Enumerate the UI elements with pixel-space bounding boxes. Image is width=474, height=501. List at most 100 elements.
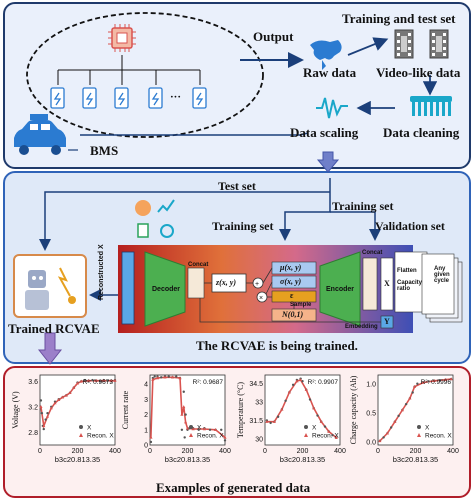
sample-label: Sample (290, 302, 312, 308)
recon-point (45, 414, 50, 418)
legend-recon-label: Recon. X (87, 433, 114, 440)
chip-icon (108, 24, 136, 52)
x-tick-label: 0 (148, 448, 152, 455)
reconstructed-x-block (121, 251, 135, 325)
raw-data-label: Raw data (303, 65, 357, 80)
y-tick-label: 2 (144, 412, 148, 419)
y-axis-label: Current rate (121, 390, 130, 429)
recon-point (163, 375, 167, 379)
chart-frame (149, 374, 226, 446)
recon-point (412, 384, 417, 388)
recon-point (42, 424, 46, 428)
x-tick-label: 400 (109, 448, 121, 455)
x-point (183, 436, 186, 439)
x-point (39, 399, 43, 402)
world-map-icon (310, 40, 342, 70)
x-point (42, 427, 45, 431)
x-tick-label: 400 (334, 448, 346, 455)
x-point (411, 391, 414, 394)
y-tick-label: 33 (255, 400, 263, 407)
recon-point (151, 377, 155, 381)
video-frames-icon (394, 29, 449, 59)
legend-recon-label: Recon. X (197, 433, 224, 440)
epsilon-box (271, 290, 317, 303)
legend-x-marker (79, 425, 83, 429)
x-block (380, 257, 394, 311)
x-point (160, 376, 163, 379)
decoder-label: Decoder (152, 286, 181, 293)
capacity-ratio-label: Capacity ratio (397, 280, 423, 292)
y-tick-label: 1.0 (366, 381, 376, 388)
legend-x-label: X (87, 425, 92, 432)
y-tick-label: 34.5 (249, 381, 263, 388)
x-point (276, 415, 280, 418)
x-point (44, 418, 47, 421)
legend-recon-label: Recon. X (425, 433, 452, 440)
x-point (397, 414, 400, 418)
x-tick-label: 200 (410, 448, 422, 455)
y-tick-label: 2.8 (28, 430, 38, 437)
recon-point (39, 405, 43, 409)
y-axis-label: Voltage (V) (11, 391, 20, 429)
recon-point (191, 427, 195, 431)
r2-label: R²: 0.9687 (193, 379, 224, 386)
recon-point (295, 379, 299, 383)
x-point (284, 399, 287, 402)
recon-point (280, 407, 284, 411)
chart-frame (264, 374, 341, 446)
validation-set-label: Validation set (375, 219, 445, 233)
x-point (416, 382, 419, 385)
x-point (83, 378, 87, 382)
svg-text:+: + (255, 281, 259, 288)
y-tick-label: 3.2 (28, 404, 38, 411)
ai-icons (135, 199, 175, 238)
chart-frame (39, 374, 116, 446)
data-pipeline-panel (3, 2, 471, 169)
legend-x-marker (417, 425, 421, 429)
recon-point (53, 401, 57, 405)
data-scaling-label: Data scaling (290, 125, 359, 140)
recon-point (178, 376, 182, 380)
y-tick-label: 0.0 (366, 440, 376, 447)
x-axis-label: b3c20.813.35 (55, 455, 100, 464)
recon-point (319, 419, 323, 423)
x-tick-label: 0 (376, 448, 380, 455)
legend-recon-label: Recon. X (312, 433, 339, 440)
recon-point (184, 420, 188, 424)
data-cleaning-label: Data cleaning (383, 125, 460, 140)
recon-point (113, 378, 117, 382)
encoder-label: Encoder (326, 286, 355, 293)
r2-label: R²: 0.9673 (83, 379, 114, 386)
recon-point (327, 429, 331, 433)
recon-point (102, 378, 106, 382)
x-point (182, 390, 185, 393)
recon-point (299, 378, 303, 382)
recon-point (79, 379, 83, 383)
down-arrow-top (316, 151, 340, 173)
y-axis-label: Charge capacity (Ah) (349, 375, 358, 444)
recon-point (312, 406, 316, 410)
legend-x-label: X (197, 425, 202, 432)
recon-point (334, 435, 338, 439)
recon-point (87, 378, 91, 382)
sigma-label: σ(x, y) (280, 277, 302, 286)
legend-x-marker (304, 425, 308, 429)
x-point (153, 375, 156, 378)
recon-point (400, 408, 404, 412)
x-tick-label: 0 (263, 448, 267, 455)
x-point (175, 375, 178, 378)
video-like-data-label: Video-like data (376, 65, 461, 80)
y-tick-label: 1 (144, 427, 148, 434)
recon-point (60, 395, 65, 399)
y-label: Y (384, 317, 390, 326)
training-caption: The RCVAE is being trained. (196, 338, 358, 353)
x-point (91, 378, 94, 382)
x-tick-label: 400 (447, 448, 459, 455)
x-tick-label: 200 (297, 448, 309, 455)
recon-point (180, 412, 184, 416)
x-point (184, 413, 187, 416)
